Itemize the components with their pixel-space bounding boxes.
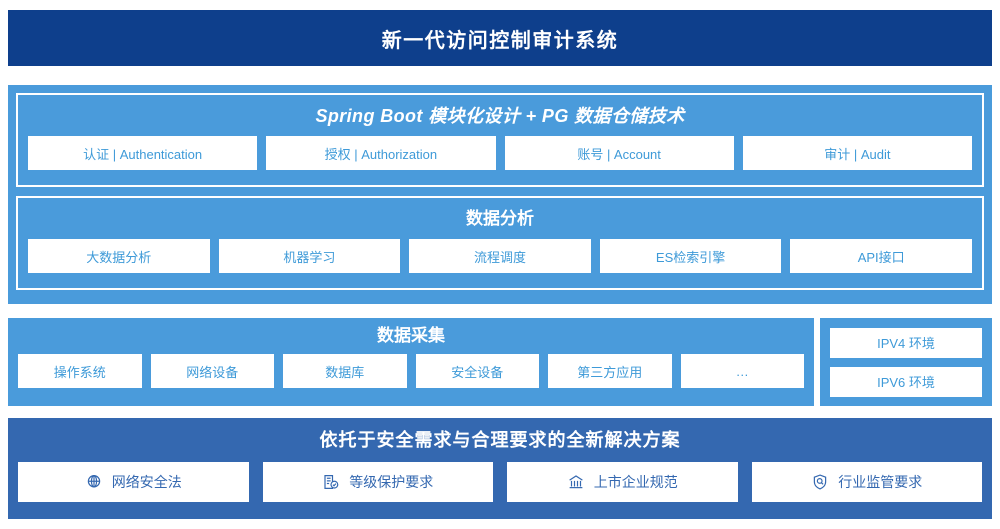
chip-label: 数据库 xyxy=(325,364,365,380)
application-layer-panel: Spring Boot 模块化设计 + PG 数据仓储技术 认证 | Authe… xyxy=(8,85,992,304)
chip-security-device[interactable]: 安全设备 xyxy=(415,354,539,388)
chip-account[interactable]: 账号 | Account xyxy=(504,136,734,170)
page-title: 新一代访问控制审计系统 xyxy=(381,29,619,52)
chip-label: IPV4 环境 xyxy=(877,336,935,351)
chip-label: 授权 | Authorization xyxy=(324,146,438,162)
chip-label: 等级保护要求 xyxy=(349,474,434,490)
data-analysis-chip-row: 大数据分析 机器学习 流程调度 ES检索引擎 API接口 xyxy=(28,239,972,273)
chip-listed-company-standard[interactable]: 上市企业规范 xyxy=(507,462,738,502)
chip-database[interactable]: 数据库 xyxy=(283,354,407,388)
chip-network-device[interactable]: 网络设备 xyxy=(150,354,274,388)
chip-label: 认证 | Authentication xyxy=(83,146,203,162)
spring-boot-chip-row: 认证 | Authentication 授权 | Authorization 账… xyxy=(28,136,972,170)
chip-audit[interactable]: 审计 | Audit xyxy=(742,136,972,170)
bank-icon xyxy=(567,473,585,491)
data-analysis-title: 数据分析 xyxy=(466,209,534,228)
chip-label: … xyxy=(735,363,749,379)
chip-operating-system[interactable]: 操作系统 xyxy=(18,354,142,388)
chip-label: 机器学习 xyxy=(283,249,336,265)
chip-authorization[interactable]: 授权 | Authorization xyxy=(266,136,496,170)
chip-label: 审计 | Audit xyxy=(824,146,891,162)
chip-label: API接口 xyxy=(857,249,905,265)
chip-label: 安全设备 xyxy=(451,364,504,380)
compliance-banner: 依托于安全需求与合理要求的全新解决方案 网络安全法 xyxy=(8,418,992,519)
data-collection-title: 数据采集 xyxy=(377,326,445,345)
data-collection-panel: 数据采集 操作系统 网络设备 数据库 安全设备 第三方应用 … xyxy=(8,318,814,406)
compliance-title: 依托于安全需求与合理要求的全新解决方案 xyxy=(319,430,681,450)
chip-label: 账号 | Account xyxy=(577,146,661,162)
chip-more[interactable]: … xyxy=(680,354,804,388)
chip-classified-protection[interactable]: 等级保护要求 xyxy=(262,462,493,502)
chip-api-interface[interactable]: API接口 xyxy=(790,239,972,273)
chip-label: 大数据分析 xyxy=(86,249,152,265)
chip-label: IPV6 环境 xyxy=(877,375,935,390)
chip-label: 网络设备 xyxy=(186,364,239,380)
environment-panel: IPV4 环境 IPV6 环境 xyxy=(820,318,992,406)
spring-boot-title: Spring Boot 模块化设计 + PG 数据仓储技术 xyxy=(315,106,685,126)
chip-industry-regulation[interactable]: 行业监管要求 xyxy=(751,462,982,502)
chip-ipv6-environment[interactable]: IPV6 环境 xyxy=(830,366,982,397)
chip-label: 流程调度 xyxy=(473,249,526,265)
chip-process-scheduling[interactable]: 流程调度 xyxy=(409,239,591,273)
globe-icon xyxy=(85,473,103,491)
data-collection-chip-row: 操作系统 网络设备 数据库 安全设备 第三方应用 … xyxy=(18,354,804,388)
chip-cybersecurity-law[interactable]: 网络安全法 xyxy=(18,462,249,502)
spring-boot-block: Spring Boot 模块化设计 + PG 数据仓储技术 认证 | Authe… xyxy=(16,93,984,187)
chip-label: ES检索引擎 xyxy=(655,249,726,265)
page-header: 新一代访问控制审计系统 xyxy=(8,10,992,66)
data-analysis-block: 数据分析 大数据分析 机器学习 流程调度 ES检索引擎 API接口 xyxy=(16,196,984,290)
chip-machine-learning[interactable]: 机器学习 xyxy=(218,239,401,273)
chip-label: 上市企业规范 xyxy=(593,474,678,490)
chip-label: 行业监管要求 xyxy=(838,474,923,490)
chip-label: 操作系统 xyxy=(53,364,106,380)
chip-authentication[interactable]: 认证 | Authentication xyxy=(28,136,258,170)
chip-third-party-app[interactable]: 第三方应用 xyxy=(548,354,672,388)
chip-ipv4-environment[interactable]: IPV4 环境 xyxy=(830,327,982,358)
chip-label: 网络安全法 xyxy=(111,474,182,490)
chip-es-search-engine[interactable]: ES检索引擎 xyxy=(599,239,782,273)
shield-search-icon xyxy=(811,473,829,491)
chip-label: 第三方应用 xyxy=(577,364,643,380)
compliance-chip-row: 网络安全法 等级保护要求 xyxy=(18,462,982,502)
chip-big-data-analysis[interactable]: 大数据分析 xyxy=(28,239,210,273)
document-check-icon xyxy=(322,473,340,491)
